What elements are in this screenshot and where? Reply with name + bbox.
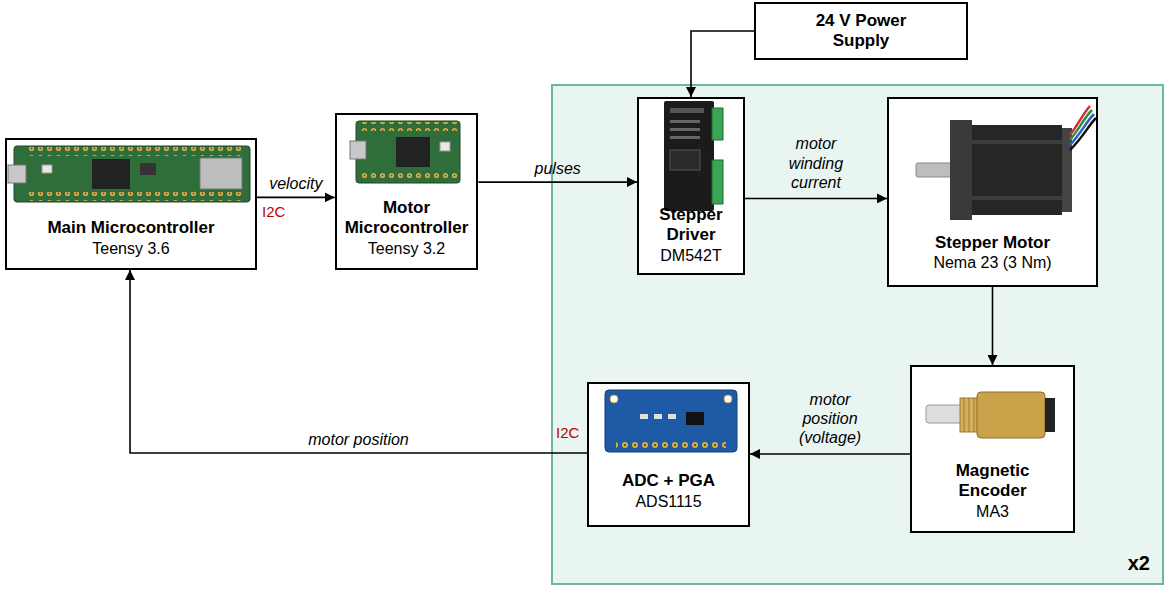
adc-board-picture-part	[640, 414, 648, 419]
magnetic-encoder-picture-part	[977, 392, 1045, 438]
stepper-motor-picture-part	[972, 140, 1062, 144]
stepper-driver-picture-part	[670, 150, 700, 170]
stepper-driver-picture-part	[670, 136, 700, 139]
part-number: ADS1115	[595, 492, 742, 511]
power-supply-box: 24 V Power Supply	[754, 2, 968, 60]
stepper-motor-picture-part	[1070, 114, 1094, 145]
signal-arrow	[257, 197, 335, 199]
component-name: Magnetic Encoder	[938, 461, 1048, 502]
teensy36-board-part	[8, 165, 26, 183]
adc-board-picture-part	[668, 414, 676, 419]
stepper-driver-picture-part	[712, 160, 723, 204]
adc-board-picture-part	[654, 414, 662, 419]
teensy32-board-part	[440, 142, 450, 151]
signal-label: motor position	[308, 430, 409, 449]
part-number: DM542T	[645, 246, 737, 265]
stepper-motor-picture-part	[916, 163, 952, 177]
adc-board-picture-part	[616, 439, 726, 449]
adc-board-picture-part	[724, 395, 732, 403]
controller-box: Motor MicrocontrollerTeensy 3.2	[335, 113, 479, 270]
teensy32-board-part	[396, 137, 430, 167]
signal-label: pulses	[535, 159, 581, 178]
teensy36-board-part	[140, 163, 156, 175]
stepper-driver-picture-part	[712, 108, 723, 140]
stepper-motor-picture-part	[950, 120, 972, 220]
teensy36-board-part	[26, 192, 242, 201]
signal-label: motor winding current	[771, 135, 861, 193]
part-number: Nema 23 (3 Nm)	[895, 253, 1090, 272]
magnetic-encoder-picture-part	[964, 398, 965, 432]
stepper-motor-picture-part	[1070, 106, 1090, 135]
stepper-driver-picture-part	[664, 101, 714, 211]
signal-arrow	[478, 181, 637, 183]
driver-box: Stepper DriverDM542T	[637, 97, 745, 275]
encoder-box: Magnetic EncoderMA3	[910, 365, 1075, 533]
stepper-motor-picture	[916, 106, 1096, 220]
stepper-driver-picture-part	[670, 128, 700, 131]
signal-label: motor position (voltage)	[785, 390, 875, 448]
stepper-motor-picture-part	[1062, 128, 1072, 212]
signal-arrow	[130, 270, 587, 453]
component-name: 24 V Power Supply	[806, 11, 916, 52]
controller-box: Main MicrocontrollerTeensy 3.6	[5, 138, 257, 270]
teensy36-board	[8, 146, 250, 202]
adc-board-picture-part	[605, 390, 737, 452]
part-number: MA3	[918, 502, 1067, 521]
teensy32-board-part	[360, 122, 459, 131]
adc-box: ADC + PGAADS1115	[587, 382, 750, 527]
stepper-motor-picture-part	[972, 196, 1062, 200]
component-name: Main Microcontroller	[13, 218, 249, 238]
adc-board-picture-part	[610, 395, 618, 403]
component-name: Motor Microcontroller	[343, 198, 471, 239]
signal-label: velocity	[269, 174, 322, 193]
magnetic-encoder-picture	[926, 392, 1055, 438]
teensy36-board-part	[42, 165, 52, 173]
stepper-driver-picture-part	[670, 108, 704, 113]
component-name: ADC + PGA	[595, 471, 742, 491]
component-name: Stepper Driver	[645, 205, 737, 246]
teensy32-board	[350, 121, 460, 183]
magnetic-encoder-picture-part	[969, 398, 970, 432]
adc-board-picture-part	[686, 412, 704, 425]
signal-arrow	[691, 31, 754, 97]
component-name: Stepper Motor	[895, 233, 1090, 253]
stepper-driver-picture	[664, 101, 723, 211]
magnetic-encoder-picture-part	[974, 398, 975, 432]
teensy36-board-part	[92, 159, 130, 189]
teensy36-board-part	[26, 147, 242, 156]
magnetic-encoder-picture-part	[926, 405, 964, 423]
teensy32-board-part	[360, 173, 459, 182]
signal-arrow	[750, 453, 910, 455]
multiplier-label: x2	[1128, 551, 1150, 575]
teensy36-board-part	[14, 146, 250, 202]
duplicated-group-panel: Stepper DriverDM542T Stepper MotorNema 23…	[551, 84, 1164, 585]
stepper-motor-picture-part	[972, 125, 1062, 215]
magnetic-encoder-picture-part	[960, 398, 978, 432]
magnetic-encoder-picture-part	[1045, 398, 1055, 432]
bus-name: I2C	[556, 424, 579, 442]
stepper-motor-picture-part	[1070, 118, 1096, 150]
motor-box: Stepper MotorNema 23 (3 Nm)	[887, 97, 1098, 287]
stepper-motor-picture-part	[1070, 110, 1092, 140]
part-number: Teensy 3.2	[343, 239, 471, 258]
part-number: Teensy 3.6	[13, 239, 249, 258]
adc-board-picture	[605, 390, 737, 452]
stepper-driver-picture-part	[670, 120, 700, 123]
teensy32-board-part	[350, 141, 366, 159]
bus-name: I2C	[262, 203, 285, 221]
teensy32-board-part	[356, 121, 460, 183]
teensy36-board-part	[200, 158, 242, 189]
signal-arrow	[992, 287, 994, 365]
signal-arrow	[745, 198, 887, 200]
